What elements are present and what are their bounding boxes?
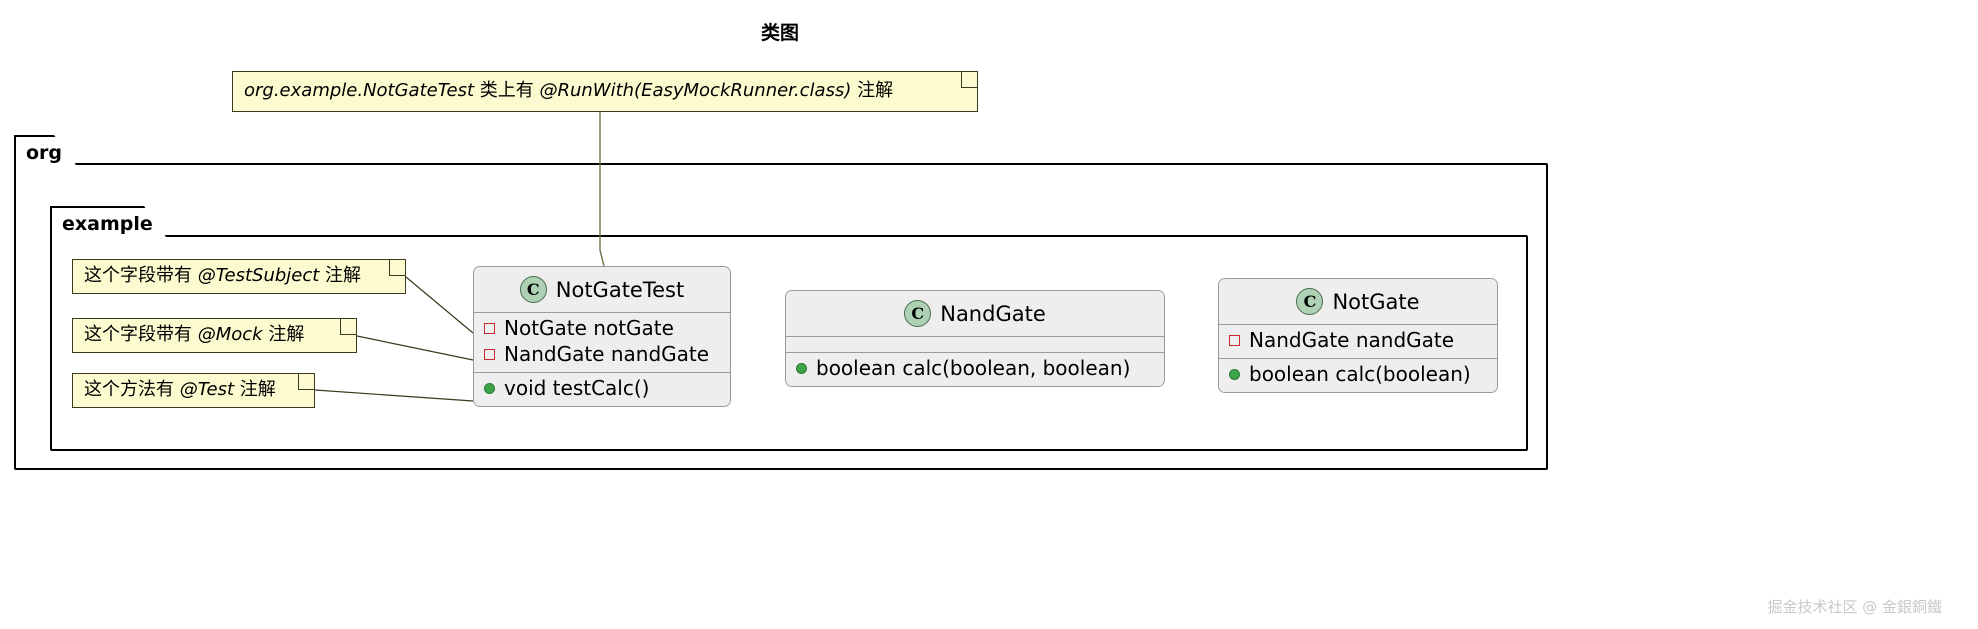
note-testsubject-text: 这个字段带有 @TestSubject 注解 bbox=[84, 265, 361, 288]
note-test-part-2: 注解 bbox=[234, 378, 276, 400]
watermark: 掘金技术社区 @ 金銀銅鐵 bbox=[1767, 598, 1942, 616]
fields-compartment-notgatetest: NotGate notGate NandGate nandGate bbox=[474, 312, 730, 372]
field-label: NotGate notGate bbox=[504, 316, 674, 340]
class-header-notgatetest: C NotGateTest bbox=[474, 267, 730, 312]
field-label: NandGate nandGate bbox=[504, 342, 710, 366]
fields-compartment-nandgate bbox=[786, 336, 1164, 352]
class-name-nandgate: NandGate bbox=[940, 301, 1046, 326]
note-fold-corner-icon bbox=[961, 72, 977, 88]
field-row: NotGate notGate bbox=[484, 316, 720, 342]
class-header-nandgate: C NandGate bbox=[786, 291, 1164, 336]
note-runwith-text: org.example.NotGateTest 类上有 @RunWith(Eas… bbox=[244, 80, 893, 103]
private-visibility-icon bbox=[484, 323, 495, 334]
note-fold-corner-icon bbox=[340, 319, 356, 335]
note-mock-text: 这个字段带有 @Mock 注解 bbox=[84, 324, 304, 347]
class-box-nandgate[interactable]: C NandGate boolean calc(boolean, boolean… bbox=[785, 290, 1165, 387]
class-stereotype-icon: C bbox=[519, 276, 547, 303]
class-stereotype-icon: C bbox=[904, 300, 932, 327]
private-visibility-icon bbox=[484, 349, 495, 360]
methods-compartment-notgatetest: void testCalc() bbox=[474, 372, 730, 406]
class-header-notgate: C NotGate bbox=[1219, 279, 1497, 324]
note-runwith-part-2: @RunWith(EasyMockRunner.class) bbox=[539, 79, 852, 101]
note-test-part-1: @Test bbox=[179, 378, 235, 400]
private-visibility-icon bbox=[1229, 335, 1240, 346]
method-label: boolean calc(boolean) bbox=[1249, 362, 1471, 386]
note-testsubject-part-2: 注解 bbox=[319, 264, 362, 286]
methods-compartment-notgate: boolean calc(boolean) bbox=[1219, 358, 1497, 392]
public-visibility-icon bbox=[484, 383, 495, 394]
method-row: void testCalc() bbox=[484, 376, 720, 402]
note-test-part-0: 这个方法有 bbox=[84, 378, 180, 400]
field-label: NandGate nandGate bbox=[1249, 328, 1455, 352]
note-runwith: org.example.NotGateTest 类上有 @RunWith(Eas… bbox=[232, 71, 978, 112]
class-box-notgate[interactable]: C NotGate NandGate nandGate boolean calc… bbox=[1218, 278, 1498, 393]
note-testsubject-part-0: 这个字段带有 bbox=[84, 264, 198, 286]
class-stereotype-icon: C bbox=[1296, 288, 1324, 315]
note-testsubject-part-1: @TestSubject bbox=[197, 264, 320, 286]
package-label-org: org bbox=[26, 142, 63, 164]
package-tab-example[interactable]: example bbox=[50, 206, 166, 237]
package-tab-org[interactable]: org bbox=[14, 135, 76, 165]
class-name-notgate: NotGate bbox=[1332, 289, 1420, 314]
field-row: NandGate nandGate bbox=[1229, 328, 1487, 354]
note-fold-corner-icon bbox=[389, 260, 405, 276]
page-title: 类图 bbox=[760, 22, 799, 44]
note-test: 这个方法有 @Test 注解 bbox=[72, 373, 315, 408]
class-name-notgatetest: NotGateTest bbox=[555, 277, 685, 302]
field-row: NandGate nandGate bbox=[484, 342, 720, 368]
note-fold-corner-icon bbox=[298, 374, 314, 390]
note-runwith-part-3: 注解 bbox=[851, 79, 894, 101]
public-visibility-icon bbox=[796, 363, 807, 374]
note-testsubject: 这个字段带有 @TestSubject 注解 bbox=[72, 259, 406, 294]
note-mock-part-0: 这个字段带有 bbox=[84, 323, 198, 345]
methods-compartment-nandgate: boolean calc(boolean, boolean) bbox=[786, 352, 1164, 386]
method-row: boolean calc(boolean) bbox=[1229, 362, 1487, 388]
package-label-example: example bbox=[62, 213, 153, 235]
method-row: boolean calc(boolean, boolean) bbox=[796, 356, 1154, 382]
note-test-text: 这个方法有 @Test 注解 bbox=[84, 379, 276, 402]
method-label: boolean calc(boolean, boolean) bbox=[816, 356, 1131, 380]
method-label: void testCalc() bbox=[504, 376, 650, 400]
public-visibility-icon bbox=[1229, 369, 1240, 380]
fields-compartment-notgate: NandGate nandGate bbox=[1219, 324, 1497, 358]
note-runwith-part-0: org.example.NotGateTest bbox=[244, 79, 475, 101]
class-box-notgatetest[interactable]: C NotGateTest NotGate notGate NandGate n… bbox=[473, 266, 731, 407]
note-runwith-part-1: 类上有 bbox=[474, 79, 540, 101]
note-mock-part-2: 注解 bbox=[262, 323, 305, 345]
note-mock-part-1: @Mock bbox=[197, 323, 263, 345]
note-mock: 这个字段带有 @Mock 注解 bbox=[72, 318, 357, 353]
